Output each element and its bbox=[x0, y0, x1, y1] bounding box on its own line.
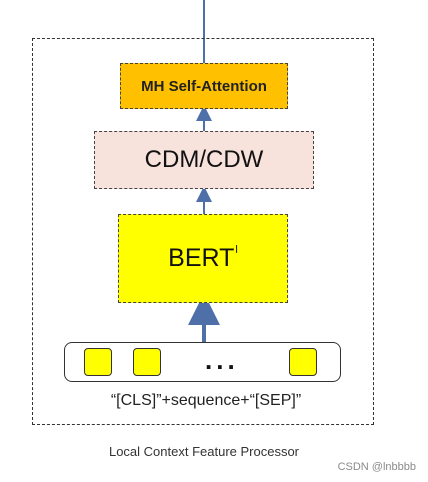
mh-self-attention-label: MH Self-Attention bbox=[141, 77, 267, 95]
token-cell bbox=[84, 348, 112, 376]
processor-frame bbox=[32, 38, 374, 425]
watermark: CSDN @lnbbbb bbox=[337, 461, 416, 473]
token-cell bbox=[133, 348, 161, 376]
sequence-label: “[CLS]”+sequence+“[SEP]” bbox=[110, 392, 302, 409]
cdm-cdw-label: CDM/CDW bbox=[144, 146, 264, 173]
diagram-caption: Local Context Feature Processor bbox=[108, 444, 300, 459]
cdm-cdw-block: CDM/CDW bbox=[94, 131, 314, 189]
bert-superscript: l bbox=[235, 243, 238, 256]
token-sequence: ... bbox=[64, 342, 341, 382]
mh-self-attention-block: MH Self-Attention bbox=[120, 63, 288, 109]
token-ellipsis: ... bbox=[205, 345, 239, 375]
token-cell bbox=[289, 348, 317, 376]
bert-label: BERT bbox=[168, 244, 235, 272]
